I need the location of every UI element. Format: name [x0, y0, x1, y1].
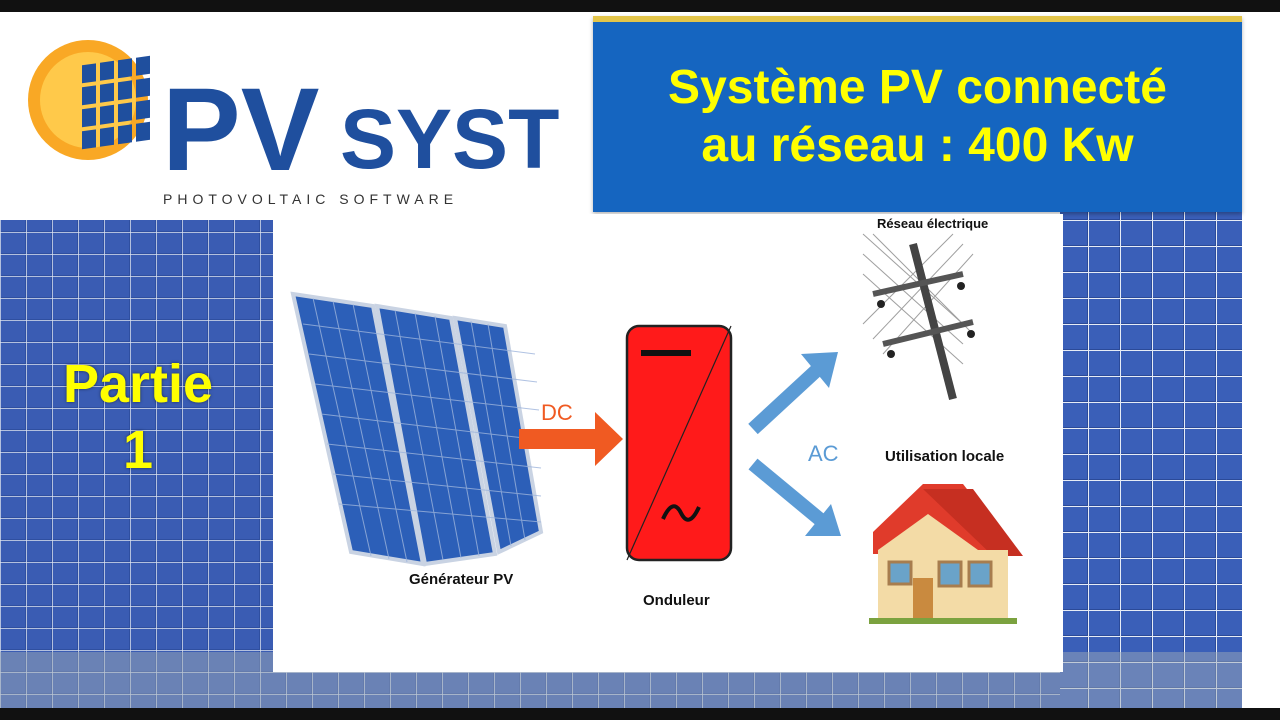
title-line-2: au réseau : 400 Kw	[701, 119, 1134, 172]
ac-label: AC	[808, 441, 839, 466]
bottom-border	[0, 708, 1280, 720]
right-margin	[1242, 12, 1280, 708]
pvsyst-logo-graphic: PV SYST	[20, 22, 560, 212]
power-grid-icon	[848, 214, 1063, 409]
top-border	[0, 0, 1280, 12]
local-use-label: Utilisation locale	[885, 448, 1005, 465]
partie-label: Partie 1	[38, 356, 238, 478]
diagram-graphic	[290, 214, 1063, 624]
title-banner: Système PV connecté au réseau : 400 Kw	[593, 16, 1242, 212]
partie-number: 1	[122, 420, 154, 480]
inverter-icon	[625, 324, 733, 562]
generator-label: Générateur PV	[409, 571, 514, 588]
dc-arrow	[519, 412, 623, 466]
partie-word: Partie	[62, 354, 214, 414]
grid-label: Réseau électrique	[877, 216, 989, 231]
pvsyst-logo: PV SYST	[20, 22, 560, 212]
title-line-1: Système PV connecté	[668, 61, 1167, 114]
house-icon	[869, 484, 1023, 624]
ac-arrow-down	[748, 458, 841, 536]
dc-label: DC	[541, 400, 573, 425]
ac-arrow-up	[748, 352, 838, 435]
logo-tagline: PHOTOVOLTAIC SOFTWARE	[163, 191, 459, 207]
grid-connected-diagram: Générateur PV Onduleur DC AC Réseau élec…	[273, 214, 1063, 672]
logo-pv-text: PV	[162, 64, 319, 196]
pv-generator-icon	[290, 291, 544, 567]
logo-syst-text: SYST	[340, 92, 559, 186]
inverter-label: Onduleur	[643, 592, 710, 609]
